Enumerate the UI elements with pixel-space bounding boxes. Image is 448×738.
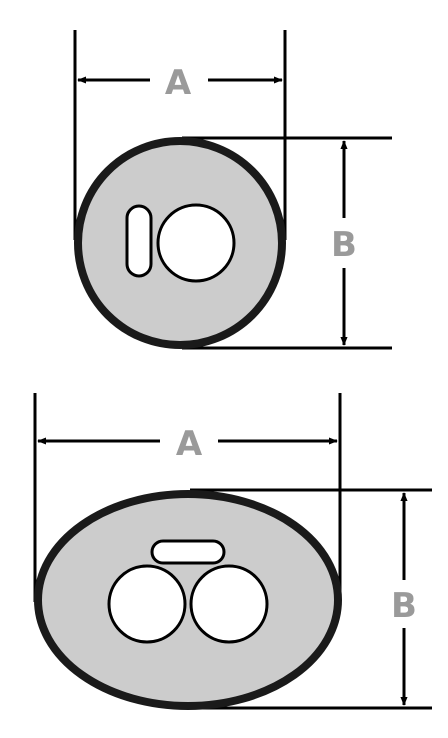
top-a-label: A	[165, 63, 192, 103]
bottom-cable-slot	[150, 539, 226, 565]
bottom-cable-jacket	[34, 490, 342, 710]
top-cable-conductor	[156, 203, 236, 283]
top-cable-diagram: A B	[73, 30, 392, 350]
bottom-a-label: A	[176, 424, 203, 464]
top-b-label: B	[331, 225, 357, 265]
bottom-cable-diagram: A B	[33, 393, 432, 710]
bottom-cable-conductor-left	[107, 564, 187, 644]
bottom-b-label: B	[391, 586, 417, 626]
top-cable-slot	[125, 204, 153, 278]
bottom-cable-conductor-right	[189, 564, 269, 644]
